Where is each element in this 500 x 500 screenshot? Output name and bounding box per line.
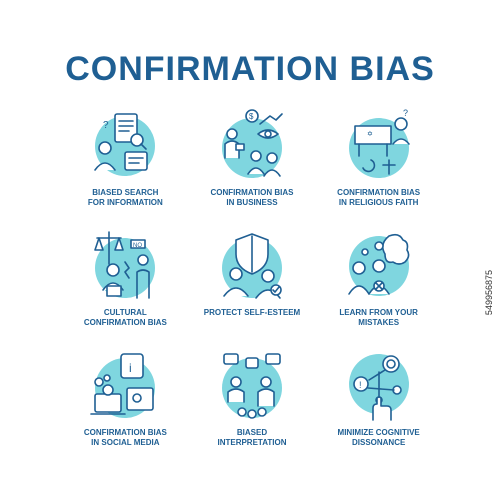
grid-item-interpretation: BIASED INTERPRETATION (189, 338, 316, 458)
business-eye-icon: $ (212, 104, 292, 184)
svg-text:$: $ (249, 112, 254, 121)
dissonance-icon: ! (339, 344, 419, 424)
grid-item-label: CONFIRMATION BIAS IN RELIGIOUS FAITH (337, 188, 421, 207)
grid-item-label: CULTURAL CONFIRMATION BIAS (83, 308, 167, 327)
grid-item-social-media: i CONFIRMATION BIAS IN SOCIAL MEDIA (62, 338, 189, 458)
grid-item-learn-mistakes: LEARN FROM YOUR MISTAKES (315, 218, 442, 338)
svg-text:NO: NO (133, 243, 142, 249)
religious-faith-icon: ? ✡ (339, 104, 419, 184)
grid-item-label: CONFIRMATION BIAS IN SOCIAL MEDIA (83, 428, 167, 447)
svg-text:?: ? (103, 120, 109, 131)
social-media-icon: i (85, 344, 165, 424)
grid-item-business: $ CONFIRMATION BIAS IN BUSINESS (189, 98, 316, 218)
stock-id: 549956875 (484, 270, 494, 316)
grid-item-cultural: NO CULTURAL CONFIRMATION BIAS (62, 218, 189, 338)
grid-item-label: MINIMIZE COGNITIVE DISSONANCE (337, 428, 420, 447)
grid-item-label: CONFIRMATION BIAS IN BUSINESS (210, 188, 294, 207)
svg-text:✡: ✡ (367, 130, 373, 138)
svg-text:i: i (129, 361, 132, 375)
grid-item-religious: ? ✡ CONFIRMATION BIAS IN RELIGIOUS FAITH (315, 98, 442, 218)
search-documents-icon: ? (85, 104, 165, 184)
grid-item-label: LEARN FROM YOUR MISTAKES (339, 308, 418, 327)
svg-text:?: ? (403, 108, 408, 118)
page-title: CONFIRMATION BIAS (65, 50, 435, 88)
grid-item-label: PROTECT SELF-ESTEEM (203, 308, 301, 317)
grid-item-biased-search: ? BIASED SEARCH FOR INFORMATION (62, 98, 189, 218)
grid-item-label: BIASED INTERPRETATION (217, 428, 287, 447)
grid-item-label: BIASED SEARCH FOR INFORMATION (87, 188, 163, 207)
svg-text:!: ! (359, 380, 362, 390)
grid-item-self-esteem: PROTECT SELF-ESTEEM (189, 218, 316, 338)
scales-no-icon: NO (85, 224, 165, 304)
brain-learning-icon (339, 224, 419, 304)
interpretation-icon (212, 344, 292, 424)
shield-people-icon (212, 224, 292, 304)
grid-item-dissonance: ! MINIMIZE COGNITIVE DISSONANCE (315, 338, 442, 458)
icon-grid: ? BIASED SEARCH FOR INFORMATION $ CONFIR… (62, 98, 442, 458)
